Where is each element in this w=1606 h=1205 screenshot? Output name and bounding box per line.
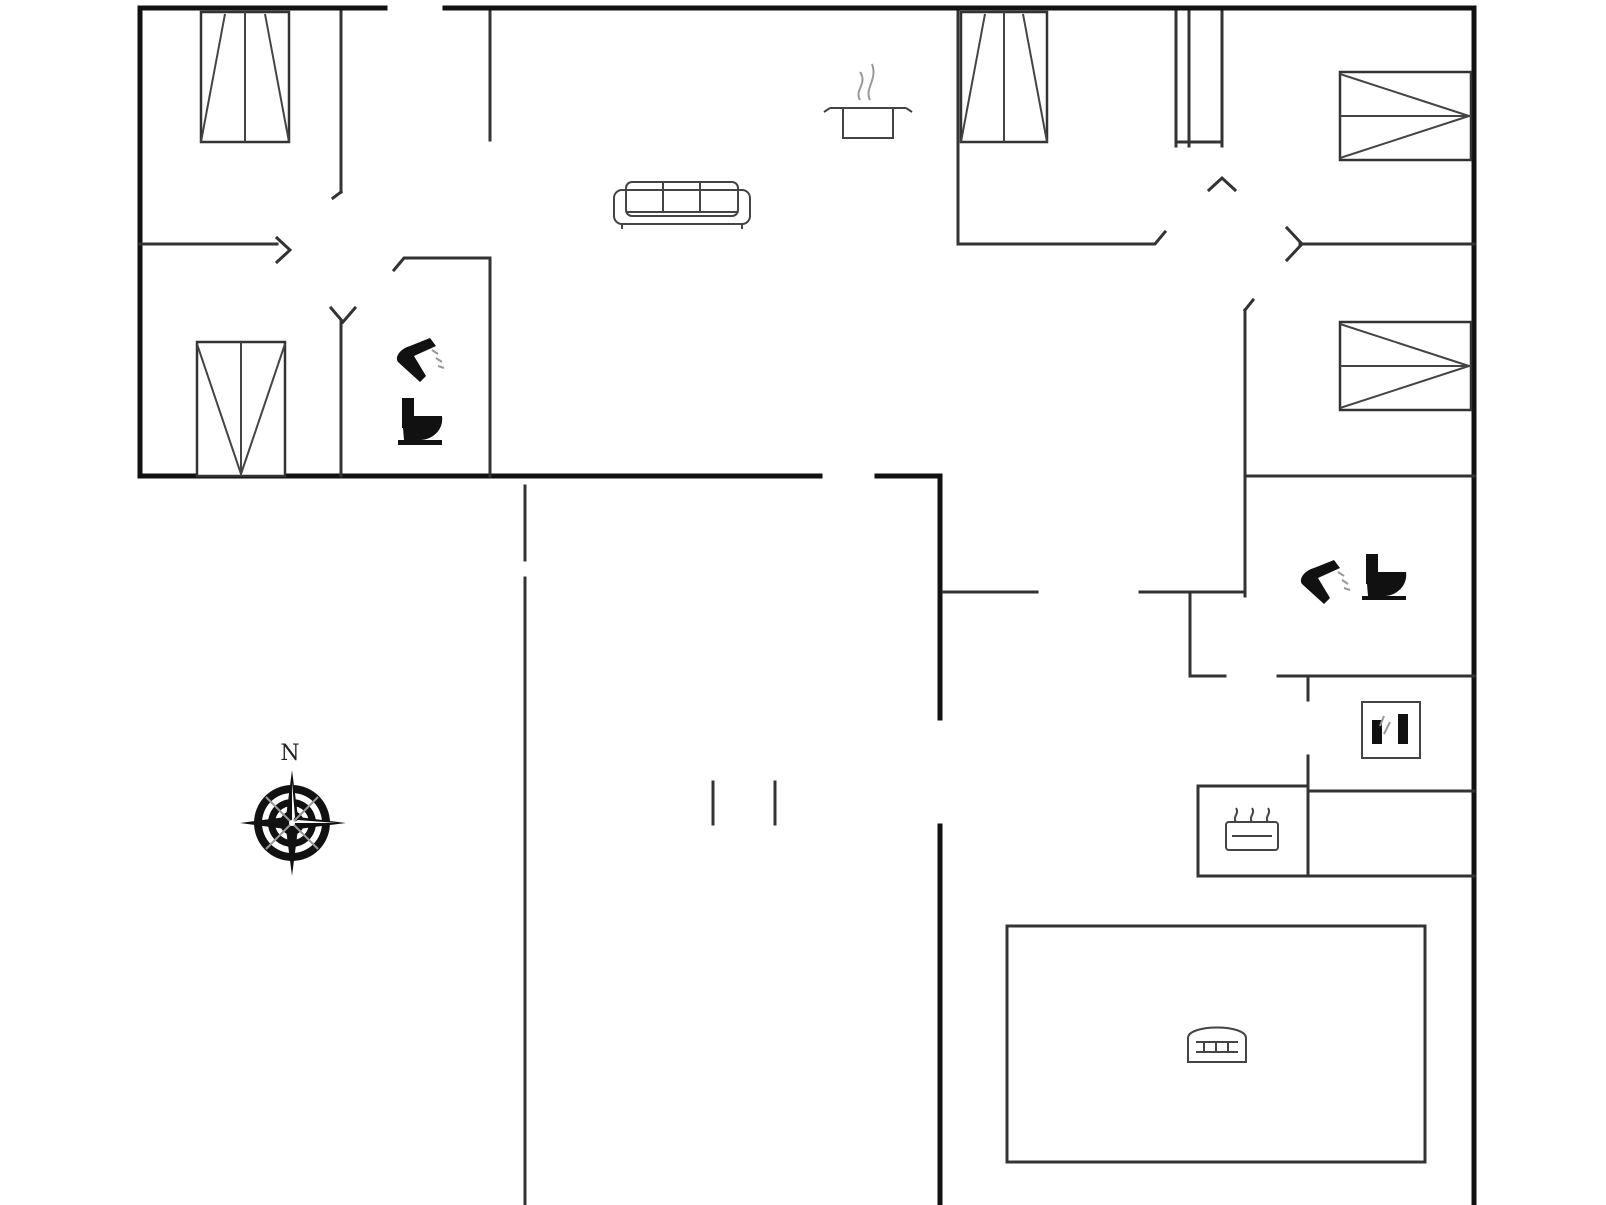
door-markers <box>274 175 1305 325</box>
washing-machine-icon <box>1361 701 1421 759</box>
sauna-icon <box>1225 807 1279 851</box>
outer-walls <box>137 5 1477 1205</box>
bed-icon <box>959 10 1049 144</box>
hot-tub-icon <box>1187 1026 1247 1063</box>
toilet-icon <box>398 398 443 445</box>
shower-icon <box>1300 560 1351 604</box>
bed-icon <box>195 340 287 478</box>
compass-rose-icon: N <box>240 741 346 876</box>
toilet-icon <box>1362 554 1407 600</box>
shower-icon <box>396 338 445 382</box>
bed-icon <box>1338 70 1473 162</box>
sofa-icon <box>613 181 751 229</box>
interior-walls <box>138 10 1476 1164</box>
cooking-pot-icon <box>823 63 913 139</box>
bed-icon <box>199 10 291 144</box>
compass-north-label: N <box>280 741 299 766</box>
bed-icon <box>1338 320 1473 412</box>
